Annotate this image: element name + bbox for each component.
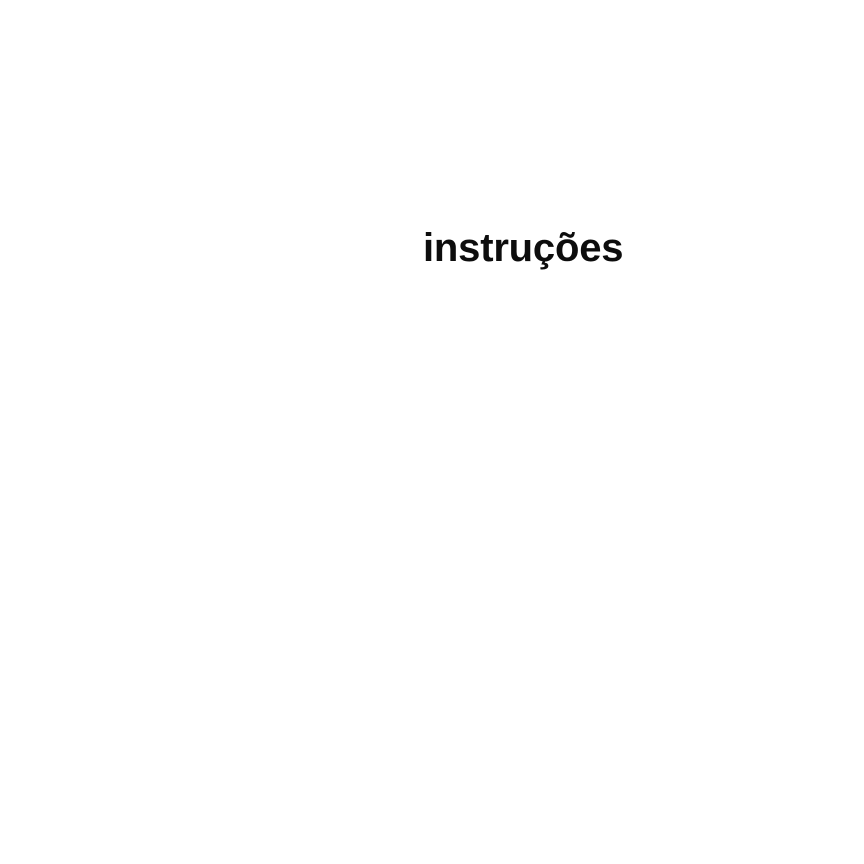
page-heading: instruções [423, 226, 624, 270]
